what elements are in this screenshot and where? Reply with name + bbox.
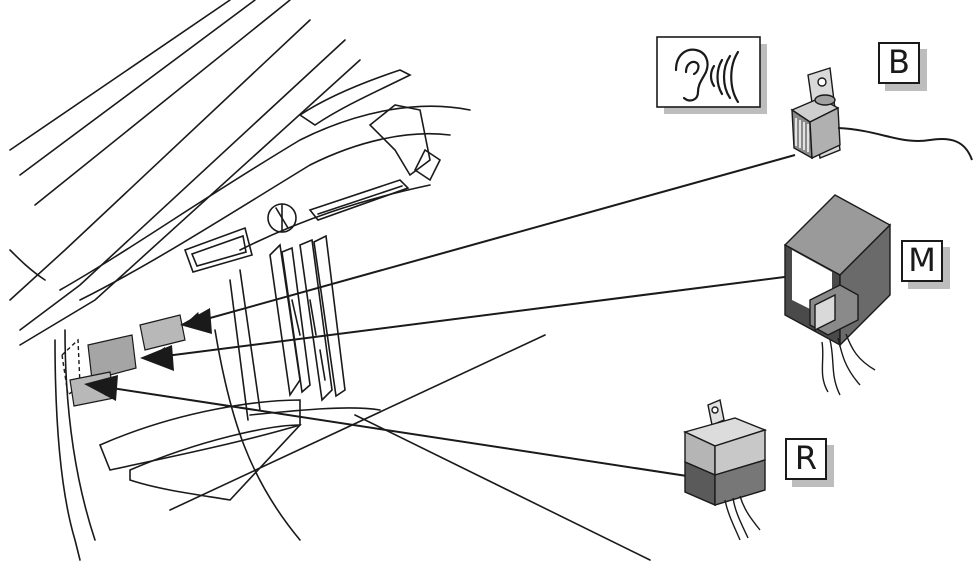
label-r: R [785, 438, 827, 480]
label-b: B [878, 42, 920, 84]
dashboard-drawing [10, 0, 650, 560]
module-component [785, 195, 890, 395]
label-m: M [901, 240, 943, 282]
leader-line-relay [92, 385, 700, 478]
leader-line-buzzer [185, 155, 795, 325]
slot-buzzer [140, 315, 185, 350]
arrowhead-buzzer [180, 308, 212, 334]
relay-component [685, 400, 765, 540]
sound-icon-box [657, 37, 767, 114]
leader-line-module [150, 275, 800, 358]
slot-module [88, 335, 136, 380]
